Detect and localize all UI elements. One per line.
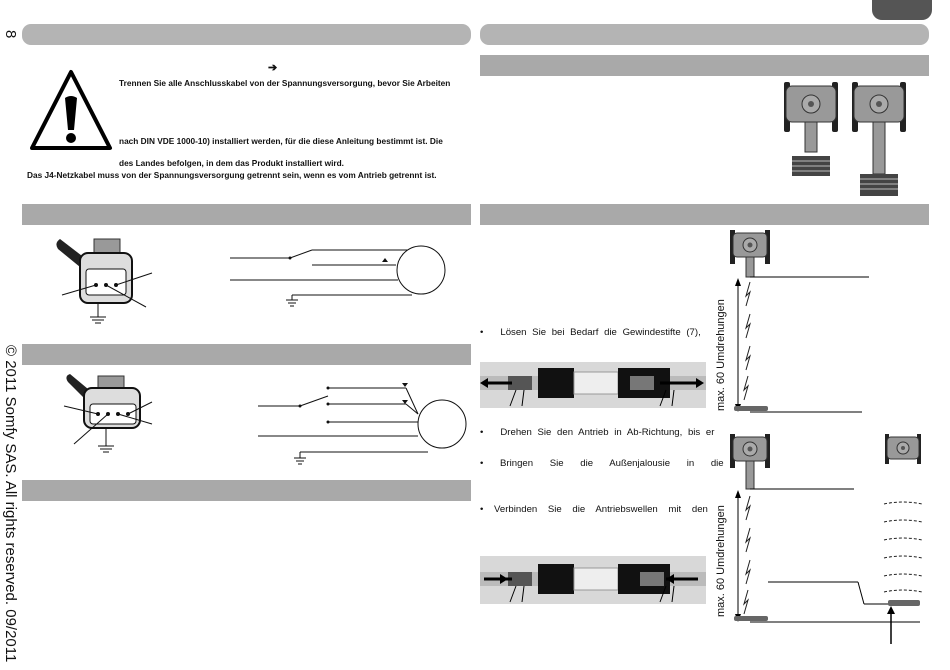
connector-diagram-1 [56,238,153,324]
arrow-icon: ➔ [268,62,278,74]
page-number: 8 [2,30,19,39]
section-header-left-3 [22,344,471,365]
wiring-diagram-2 [258,383,467,465]
section-header-right-2 [480,204,929,225]
corner-tab [872,0,932,20]
turns-label-top: max. 60 Umdrehungen [715,299,727,411]
copyright-text: © 2011 Somfy SAS. All rights reserved. 0… [2,345,19,663]
turns-label-bottom: max. 60 Umdrehungen [715,505,727,617]
safety-line-1: Trennen Sie alle Anschlusskabel von der … [119,78,451,88]
wiring-diagram-1 [230,245,446,307]
bullet-1: • Lösen Sie bei Bedarf die Gewindestifte… [480,327,701,338]
warning-icon [30,70,112,150]
shaft-photo-1 [480,362,706,408]
bullet-4: • Verbinden Sie die Antriebswellen mit d… [480,504,708,515]
blind-diagram-bottom [730,434,923,644]
safety-line-3: des Landes befolgen, in dem das Produkt … [119,158,344,168]
shaft-photo-2 [480,556,706,604]
blind-diagram-top [730,230,869,413]
bullet-2: • Drehen Sie den Antrieb in Ab-Richtung,… [480,427,715,438]
bullet-3: • Bringen Sie die Außenjalousie in die [480,458,724,469]
section-header-left-2 [22,204,471,225]
section-header-left-1 [22,24,471,45]
section-header-left-4 [22,480,471,501]
safety-line-2: nach DIN VDE 1000-10) installiert werden… [119,136,443,146]
safety-line-4: Das J4-Netzkabel muss von der Spannungsv… [27,170,437,180]
connector-diagram-2 [63,374,153,453]
section-subheader-right-1 [480,55,929,76]
section-header-right-1 [480,24,929,45]
bracket-figures [784,82,906,196]
